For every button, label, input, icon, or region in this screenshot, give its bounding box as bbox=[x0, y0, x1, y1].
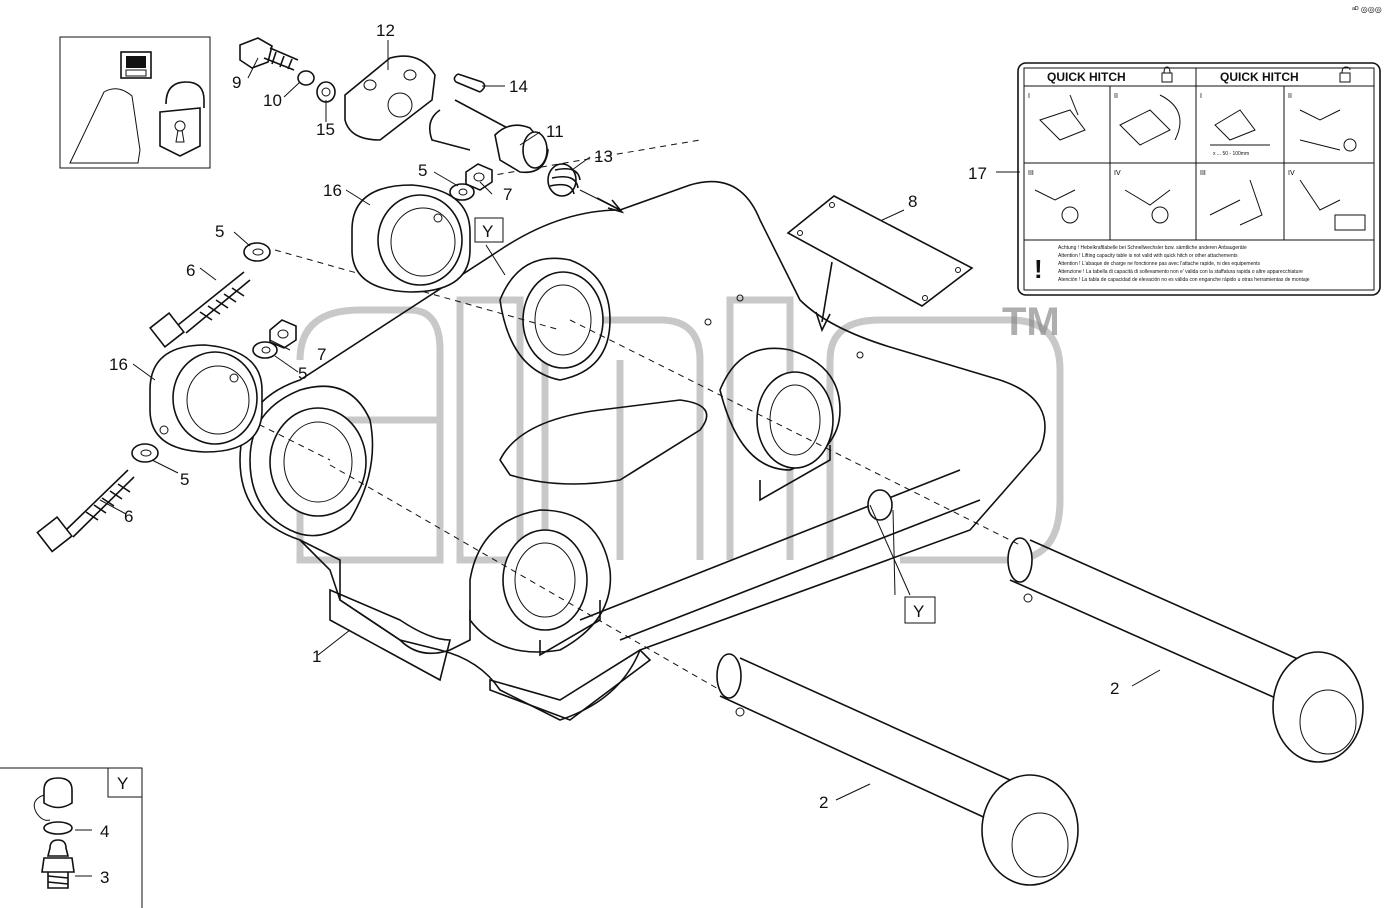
decal-roman-7: III bbox=[1200, 170, 1206, 177]
callout-16b: 16 bbox=[109, 355, 128, 374]
callout-13: 13 bbox=[594, 147, 613, 166]
decal-dimension: x ... 50 - 100mm bbox=[1213, 151, 1249, 157]
bushing-upper bbox=[351, 184, 471, 293]
callout-6b: 6 bbox=[124, 507, 133, 526]
shaft-pin bbox=[429, 73, 549, 174]
callout-14: 14 bbox=[509, 77, 528, 96]
alfa-watermark: TM bbox=[296, 296, 1064, 564]
callout-7a: 7 bbox=[503, 185, 512, 204]
decal-roman-6: IV bbox=[1114, 170, 1121, 177]
pin-upper bbox=[1007, 537, 1364, 763]
callout-5c: 5 bbox=[298, 364, 307, 383]
detail-tag-y-top: Y bbox=[474, 217, 504, 243]
switch-icon bbox=[120, 51, 152, 79]
callout-16a: 16 bbox=[323, 181, 342, 200]
callout-5a: 5 bbox=[418, 161, 427, 180]
padlock-icon bbox=[1161, 66, 1173, 83]
callout-6a: 6 bbox=[186, 261, 195, 280]
decal-warning-line-4: Attenzione ! La tabella di capacità di s… bbox=[1058, 269, 1303, 275]
decal-roman-2: II bbox=[1114, 93, 1118, 100]
decal-roman-8: IV bbox=[1288, 170, 1295, 177]
decal-warning-line-3: Attention ! L'abaque de charge ne foncti… bbox=[1058, 261, 1261, 267]
callout-3: 3 bbox=[100, 868, 109, 887]
detail-tag-y-right: Y bbox=[904, 596, 936, 624]
watermark-tm: TM bbox=[1002, 300, 1060, 344]
decal-title-left: QUICK HITCH bbox=[1047, 70, 1126, 84]
decal-roman-5: III bbox=[1028, 170, 1034, 177]
callout-2a: 2 bbox=[1110, 679, 1119, 698]
quick-hitch-decal: QUICK HITCH QUICK HITCH I II I II III IV… bbox=[1017, 62, 1381, 296]
callout-8: 8 bbox=[908, 192, 917, 211]
callout-17: 17 bbox=[968, 164, 987, 183]
decal-warning-line-5: Atención ! La tabla de capacidad de elev… bbox=[1058, 277, 1310, 283]
washers bbox=[131, 70, 475, 463]
svg-text:Y: Y bbox=[482, 222, 493, 241]
callout-7b: 7 bbox=[317, 345, 326, 364]
bushing-lower bbox=[149, 344, 263, 453]
retainer-bolt bbox=[239, 37, 299, 71]
pin-lower bbox=[716, 653, 1079, 886]
svg-text:Y: Y bbox=[913, 602, 924, 621]
bolt-upper bbox=[149, 271, 251, 348]
decal-roman-4: II bbox=[1288, 93, 1292, 100]
leader-lines bbox=[99, 40, 1161, 801]
spring bbox=[547, 163, 581, 197]
bolt-lower bbox=[36, 469, 135, 553]
inset-tag-y: Y bbox=[117, 774, 128, 793]
bucket-icon bbox=[69, 88, 141, 164]
callout-5d: 5 bbox=[180, 470, 189, 489]
callout-11: 11 bbox=[546, 122, 564, 141]
retainer-plate bbox=[344, 55, 436, 141]
callout-9: 9 bbox=[232, 73, 241, 92]
callout-10: 10 bbox=[263, 91, 282, 110]
switch-lock-inset bbox=[59, 36, 211, 169]
callout-2b: 2 bbox=[819, 793, 828, 812]
quick-hitch-frame bbox=[239, 180, 1046, 721]
callout-12: 12 bbox=[376, 21, 395, 40]
decal-warning-icon: ! bbox=[1034, 254, 1043, 284]
data-plate bbox=[786, 195, 974, 333]
decal-title-right: QUICK HITCH bbox=[1220, 70, 1299, 84]
decal-warning-line-2: Attention ! Lifting capacity table is no… bbox=[1058, 253, 1238, 259]
nuts bbox=[269, 163, 493, 349]
callout-5b: 5 bbox=[215, 222, 224, 241]
unlocked-padlock-icon bbox=[1339, 66, 1351, 83]
decal-warning-line-1: Achtung ! Hebelkraftlabelle bei Schnellw… bbox=[1058, 245, 1247, 251]
decal-roman-3: I bbox=[1200, 93, 1202, 100]
callout-1: 1 bbox=[312, 647, 321, 666]
callout-15: 15 bbox=[316, 120, 335, 139]
callout-numbers: 1 2 2 3 4 5 5 5 5 6 6 7 7 8 9 10 11 12 1… bbox=[100, 21, 1119, 887]
callout-4: 4 bbox=[100, 822, 109, 841]
corner-mark: ᵃᴰ ◎◎◎ bbox=[1352, 5, 1382, 14]
grease-nipple-inset: Y bbox=[0, 767, 143, 908]
decal-roman-1: I bbox=[1028, 93, 1030, 100]
unlocked-padlock-icon bbox=[159, 81, 205, 157]
